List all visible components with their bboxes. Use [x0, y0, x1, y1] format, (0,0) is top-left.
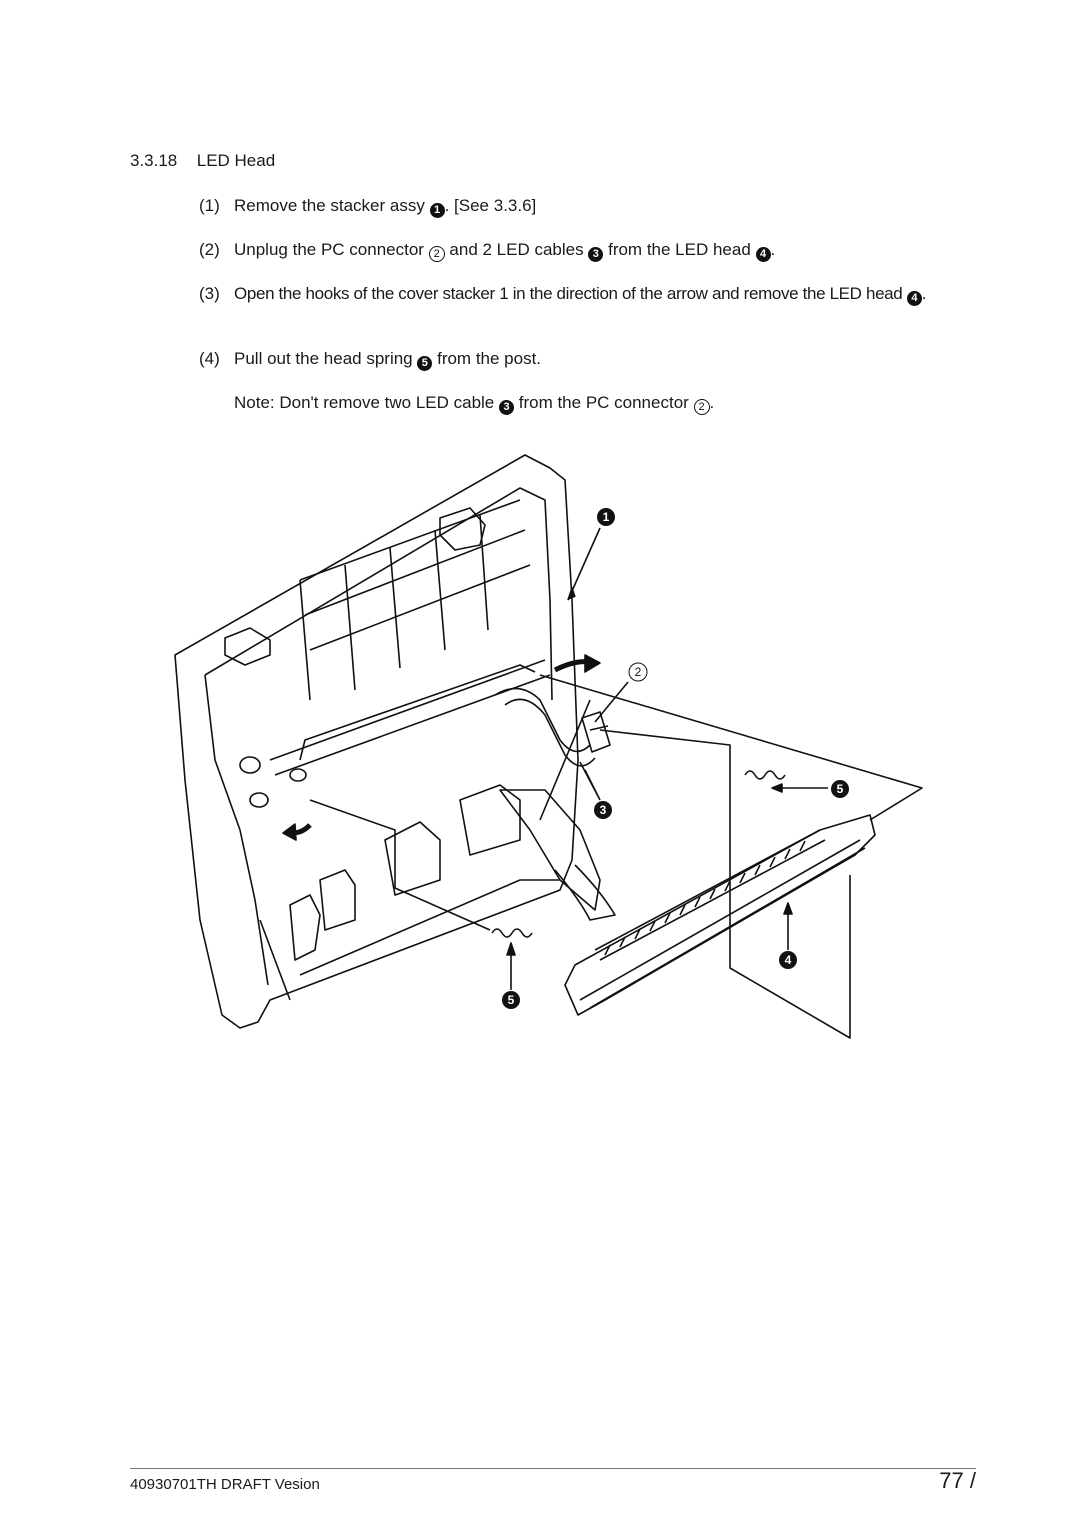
footer-rule: [130, 1468, 976, 1469]
note-text: .: [709, 393, 715, 412]
footer-doc-id: 40930701TH DRAFT Vesion: [130, 1476, 320, 1493]
svg-text:3: 3: [600, 803, 607, 817]
section-number: 3.3.18: [130, 151, 178, 170]
left-post: [239, 756, 307, 808]
step-number: (4): [199, 349, 220, 368]
callout-marker: 2: [693, 399, 710, 415]
callout-2: 2: [628, 662, 648, 682]
step-number: (3): [199, 284, 220, 303]
callout-5-bottom: 5: [502, 991, 520, 1009]
callout-marker: 3: [499, 400, 514, 415]
guide-line: [309, 799, 491, 931]
led-cable: [494, 687, 596, 767]
callout-marker: 1: [429, 203, 445, 218]
note-text: from the PC connector: [518, 393, 689, 412]
callout-1: 1: [597, 508, 615, 526]
guide-line: [539, 674, 923, 821]
led-head-removal-diagram: 1 2 3 5 4 5: [174, 454, 923, 1039]
pc-connector: [581, 711, 611, 753]
page-number: 77 /: [939, 1468, 976, 1493]
step-text: Open the hooks of the cover stacker 1 in…: [234, 284, 903, 303]
led-head-bar: [564, 814, 876, 1016]
note: Note: Don't remove two LED cable 3 from …: [234, 392, 714, 415]
step-text: .: [921, 284, 927, 303]
step-3: (3) Open the hooks of the cover stacker …: [199, 283, 927, 306]
step-text: and 2 LED cables: [449, 240, 584, 259]
step-text: .: [770, 240, 776, 259]
callout-marker: 4: [755, 247, 771, 262]
step-text: Unplug the PC connector: [234, 240, 424, 259]
leader-line: [567, 527, 601, 601]
svg-text:2: 2: [635, 665, 642, 679]
step-text: Pull out the head spring: [234, 349, 413, 368]
section-title: LED Head: [196, 151, 276, 170]
step-text: Remove the stacker assy: [234, 196, 425, 215]
hook-tab: [224, 627, 271, 666]
callout-5-right: 5: [831, 780, 849, 798]
callout-marker: 5: [417, 356, 433, 371]
svg-text:5: 5: [837, 782, 844, 796]
step-number: (2): [199, 240, 220, 259]
shaft: [269, 659, 551, 776]
svg-text:1: 1: [603, 510, 610, 524]
callout-marker: 3: [588, 247, 604, 262]
svg-text:5: 5: [508, 993, 515, 1007]
svg-text:4: 4: [785, 953, 792, 967]
step-text: . [See 3.3.6]: [444, 196, 537, 215]
step-text: from the post.: [437, 349, 542, 368]
step-text: from the LED head: [608, 240, 751, 259]
guide-line: [539, 699, 591, 821]
leader-line: [579, 761, 601, 801]
section-heading: 3.3.18 LED Head: [130, 150, 275, 172]
head-spring: [744, 770, 786, 780]
callout-marker: 2: [428, 246, 445, 262]
callout-3: 3: [594, 801, 612, 819]
callout-marker: 4: [906, 291, 922, 306]
step-2: (2) Unplug the PC connector 2 and 2 LED …: [199, 239, 775, 262]
step-number: (1): [199, 196, 220, 215]
callout-4: 4: [779, 951, 797, 969]
guide-line: [599, 729, 851, 1039]
head-spring: [491, 928, 533, 938]
stacker-ribs: [299, 499, 531, 701]
stacker-cover-outline: [174, 454, 579, 1029]
note-text: Note: Don't remove two LED cable: [234, 393, 495, 412]
leader-line: [594, 681, 629, 723]
gear-clamp: [319, 784, 521, 931]
hook-tab: [439, 507, 486, 551]
step-1: (1) Remove the stacker assy 1. [See 3.3.…: [199, 195, 536, 218]
step-4: (4) Pull out the head spring 5 from the …: [199, 348, 541, 371]
cable-chute: [499, 789, 601, 911]
